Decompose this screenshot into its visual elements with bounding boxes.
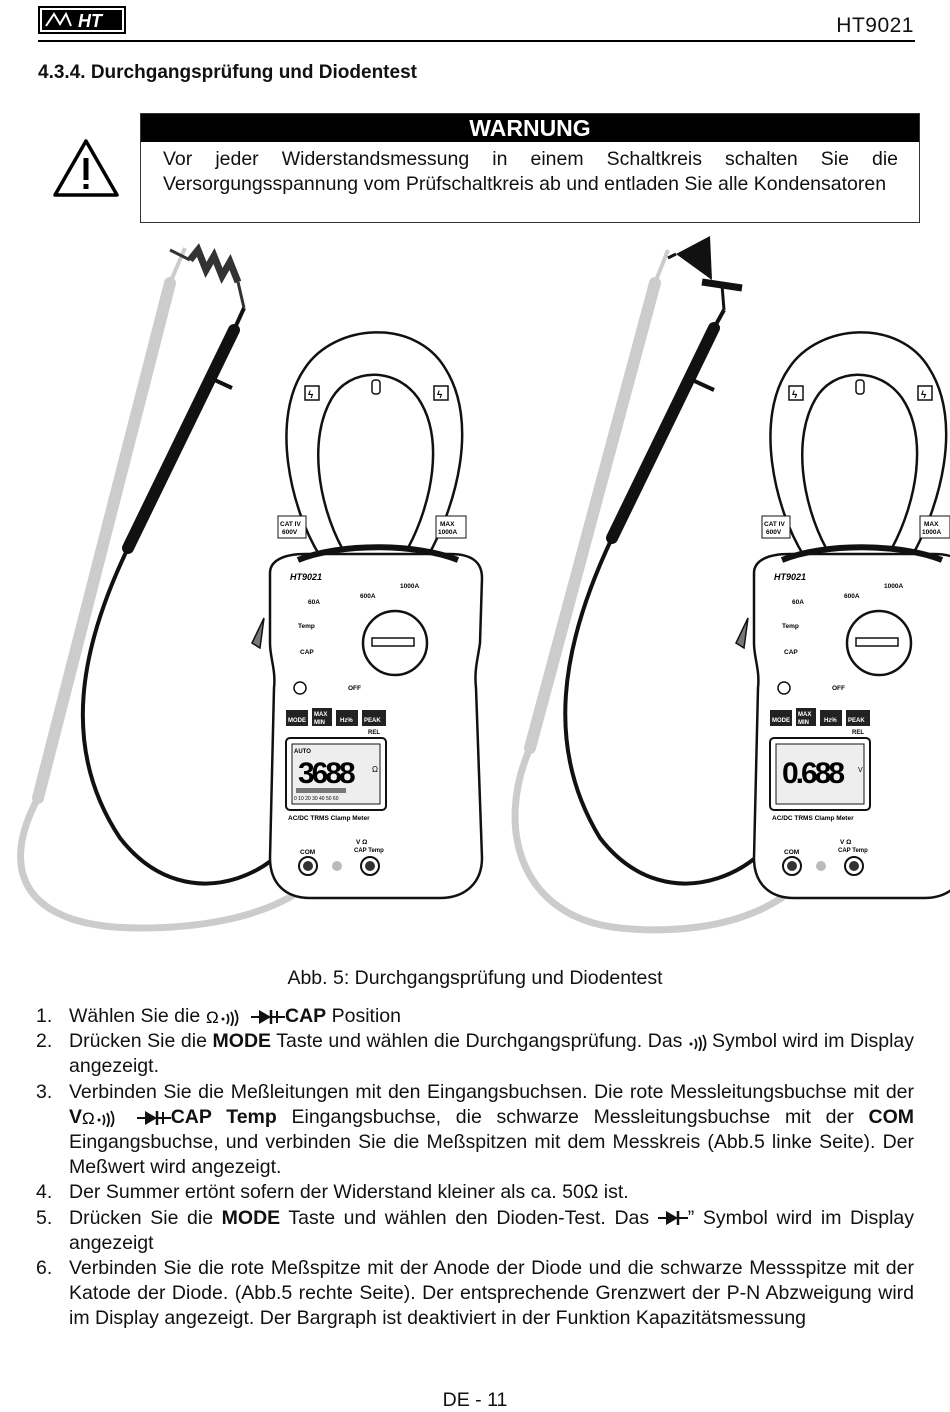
warning-box: [140, 113, 920, 223]
svg-text:HT9021: HT9021: [290, 572, 322, 582]
step-2: 2. Drücken Sie die MODE Taste und wählen…: [36, 1030, 914, 1078]
header-rule: [38, 40, 915, 42]
diode-cap-icon: [136, 1110, 171, 1125]
steps-list: 1. Wählen Sie die Ω CAP Position 2. Drüc…: [36, 1004, 914, 1332]
step-6: 6. Verbinden Sie die rote Meßspitze mit …: [36, 1257, 914, 1330]
svg-text:AC/DC TRMS Clamp Meter: AC/DC TRMS Clamp Meter: [288, 815, 370, 822]
svg-text:CAT IV: CAT IV: [764, 521, 785, 528]
svg-text:Temp: Temp: [782, 623, 799, 630]
right-lcd-reading: 0.688: [782, 757, 844, 790]
logo-text: HT: [78, 11, 104, 31]
svg-text:V Ω: V Ω: [356, 839, 367, 846]
right-clamp-meter: CAT IV 600V MAX 1000A HT9021 1000A 600A …: [736, 332, 950, 898]
svg-text:600A: 600A: [360, 593, 376, 600]
svg-text:CAT IV: CAT IV: [280, 521, 301, 528]
left-lcd-unit: Ω: [372, 765, 378, 774]
ohm-continuity-icon: Ω: [82, 1109, 115, 1127]
svg-text:60A: 60A: [308, 599, 320, 606]
svg-text:Hz%: Hz%: [824, 718, 837, 724]
continuity-beep-icon: [689, 1034, 707, 1052]
page-number: DE - 11: [442, 1389, 508, 1411]
svg-text:0 10 20 30 40 50 60: 0 10 20 30 40 50 60: [294, 796, 339, 802]
svg-text:REL: REL: [368, 730, 380, 736]
svg-text:CAP Temp: CAP Temp: [838, 848, 868, 854]
step-1: 1. Wählen Sie die Ω CAP Position: [36, 1005, 401, 1027]
svg-text:Temp: Temp: [298, 623, 315, 630]
svg-text:MODE: MODE: [288, 718, 306, 724]
svg-text:MAX: MAX: [440, 521, 455, 528]
section-title: 4.3.4. Durchgangsprüfung und Diodentest: [38, 62, 417, 83]
svg-text:600V: 600V: [282, 529, 298, 536]
svg-text:Hz%: Hz%: [340, 718, 353, 724]
svg-text:COM: COM: [784, 849, 799, 856]
ohm-continuity-icon: Ω: [206, 1008, 238, 1026]
figure-caption: Abb. 5: Durchgangsprüfung und Diodentest: [287, 967, 663, 989]
svg-text:AC/DC TRMS Clamp Meter: AC/DC TRMS Clamp Meter: [772, 815, 854, 822]
svg-text:1000A: 1000A: [922, 529, 941, 536]
svg-text:MAX: MAX: [314, 712, 327, 718]
svg-text:600V: 600V: [766, 529, 782, 536]
resistor-icon: [169, 243, 246, 309]
svg-text:CAP: CAP: [784, 649, 798, 656]
svg-text:PEAK: PEAK: [848, 718, 865, 724]
warning-heading: WARNUNG: [141, 114, 919, 142]
right-lcd-unit: V: [858, 767, 863, 774]
left-lcd-auto: AUTO: [294, 749, 311, 755]
svg-text:HT9021: HT9021: [774, 572, 806, 582]
step-3: 3. Verbinden Sie die Meßleitungen mit de…: [36, 1080, 915, 1179]
svg-text:MIN: MIN: [798, 720, 809, 726]
warning-text: Vor jeder Widerstandsmessung in einem Sc…: [163, 148, 898, 195]
left-lcd-reading: 3688: [298, 757, 355, 790]
svg-text:COM: COM: [300, 849, 315, 856]
svg-text:MODE: MODE: [772, 718, 790, 724]
diode-cap-icon: [251, 1009, 285, 1024]
svg-text:60A: 60A: [792, 599, 804, 606]
diode-icon: [667, 236, 743, 311]
svg-text:REL: REL: [852, 730, 864, 736]
warning-triangle-icon: [53, 139, 119, 197]
left-clamp-meter: CAT IV 600V MAX 1000A HT9021 1000A 600A …: [252, 332, 482, 898]
figure-clamp-meters: ϟ ϟ: [17, 236, 950, 934]
svg-text:1000A: 1000A: [884, 583, 903, 590]
step-4: 4. Der Summer ertönt sofern der Widersta…: [36, 1181, 629, 1204]
svg-text:MAX: MAX: [798, 712, 811, 718]
svg-text:Ω: Ω: [82, 1109, 95, 1127]
document-id: HT9021: [836, 14, 914, 37]
svg-text:MIN: MIN: [314, 720, 325, 726]
svg-text:600A: 600A: [844, 593, 860, 600]
ht-logo: HT: [38, 6, 126, 34]
svg-text:OFF: OFF: [832, 685, 845, 692]
svg-text:MAX: MAX: [924, 521, 939, 528]
diode-icon: [657, 1211, 688, 1226]
svg-text:OFF: OFF: [348, 685, 361, 692]
svg-text:1000A: 1000A: [400, 583, 419, 590]
svg-text:PEAK: PEAK: [364, 718, 381, 724]
svg-text:CAP: CAP: [300, 649, 314, 656]
svg-text:CAP Temp: CAP Temp: [354, 848, 384, 854]
svg-text:1000A: 1000A: [438, 529, 457, 536]
svg-text:Ω: Ω: [206, 1008, 219, 1026]
step-5: 5. Drücken Sie die MODE Taste und wählen…: [36, 1206, 914, 1254]
svg-text:V Ω: V Ω: [840, 839, 851, 846]
